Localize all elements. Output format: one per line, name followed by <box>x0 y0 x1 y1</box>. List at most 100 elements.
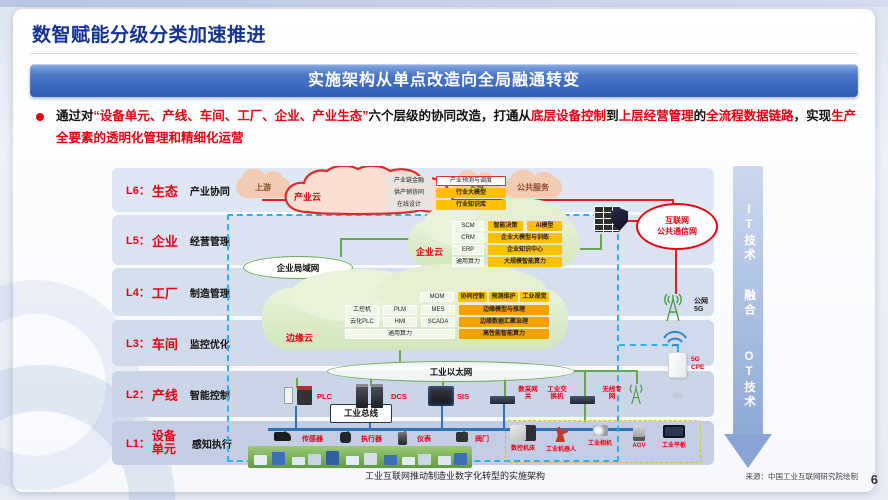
blue-connector <box>295 406 297 430</box>
edge-box: 工控机 <box>345 305 379 315</box>
factory-block <box>254 455 267 465</box>
level-label-l3: L3：车间监控优化 <box>126 320 256 366</box>
sensor-label: 仪表 <box>417 436 431 443</box>
downstream-label: 下游 <box>468 182 484 193</box>
industry-cloud-box: 在线设计 <box>386 200 432 210</box>
level-name: 产线 <box>151 387 178 403</box>
plc-module-icon <box>284 387 293 404</box>
level-description: 制造管理 <box>189 288 230 300</box>
level-label-l2: L2：产线智能控制 <box>126 371 256 417</box>
edge-box: SCADA <box>421 317 455 327</box>
level-name: 工厂 <box>151 285 178 301</box>
sensor-icon <box>456 432 468 442</box>
equipment-label: 工业相机 <box>587 441 612 447</box>
edge-box: HMI <box>383 317 417 327</box>
factory-block <box>308 454 321 465</box>
level-id: L2： <box>126 389 150 401</box>
level-name: 生态 <box>151 183 178 199</box>
cnc-icon <box>510 425 536 441</box>
5g-cpe-icon <box>668 352 687 378</box>
level-name: 设备单元 <box>151 428 176 456</box>
top-decoration-bar <box>0 0 888 7</box>
enterprise-system-box: 通用算力 <box>452 257 484 267</box>
level-description: 智能控制 <box>189 390 230 402</box>
bullet-segment: 全流程数据链路 <box>706 109 794 123</box>
bullet-segment: 底层设备控制 <box>531 109 607 123</box>
factory-block <box>438 456 451 465</box>
industrial-bus-line <box>268 428 636 431</box>
edge-ai-box: 边缘数据汇聚治理 <box>459 317 549 327</box>
it-ot-arrow-shaft <box>733 166 763 436</box>
enterprise-cloud-label: 企业云 <box>416 247 444 257</box>
arrow-label-ot: OT技术 <box>743 351 755 410</box>
public-5g-antenna-icon <box>664 293 682 322</box>
edge-box: MES <box>421 305 455 315</box>
industry-cloud-box: 产业链金融 <box>386 176 432 186</box>
bullet-paragraph: 通过对“设备单元、产线、车间、工厂、企业、产业生态”六个层级的协同改造，打通从底… <box>32 106 858 150</box>
internet-public-network-ellipse: 互联网 公共通信网 <box>636 203 718 250</box>
public-service-cloud: 公共服务 <box>504 170 562 198</box>
title-divider <box>30 53 858 54</box>
bullet-segment: 六个层级的协同改造，打通从 <box>368 109 532 123</box>
industry-cloud-box: 行业大模型 <box>436 188 506 198</box>
factory-block <box>454 453 467 465</box>
red-connector <box>622 220 638 222</box>
green-connector <box>340 238 342 257</box>
level-label-l1: L1：设备单元感知执行 <box>126 421 256 465</box>
dcs-cabinet-icon <box>356 384 368 408</box>
bullet-segment: 生产全要素的透明化管理和精细化运营 <box>56 109 857 145</box>
robot-icon <box>555 426 569 442</box>
wifi-icon <box>663 331 687 347</box>
dashed-branch <box>619 344 679 346</box>
bullet-segment: 到 <box>606 109 619 123</box>
level-description: 感知执行 <box>191 439 232 451</box>
plc-controller-icon <box>297 386 312 405</box>
level-description: 监控优化 <box>189 339 230 351</box>
enterprise-ai-box: 大规模智能算力 <box>488 257 562 267</box>
public-5g-label: 公网 5G <box>694 298 708 315</box>
level-name: 企业 <box>151 233 178 249</box>
tab-icon <box>663 425 685 438</box>
edge-box: MOM <box>420 292 454 302</box>
bullet-segment: 的 <box>693 109 707 123</box>
sensor-icon <box>398 432 407 445</box>
public-5g-line1: 公网 <box>694 298 708 305</box>
level-name: 车间 <box>151 336 178 352</box>
equipment-item: 工业平板 <box>654 425 694 449</box>
edge-ai-box: 协同控制 <box>458 292 487 302</box>
factory-block <box>364 453 377 465</box>
l2-device-label: DCS <box>391 392 407 401</box>
green-connector <box>636 372 638 384</box>
cpe-line2: CPE <box>691 363 705 371</box>
l2-device-label: 无线专网 <box>602 386 622 401</box>
public-service-label: 公共服务 <box>517 183 549 192</box>
enterprise-system-box: SCM <box>452 221 484 231</box>
diagram-caption: 工业互联网推动制造业数字化转型的实施架构 <box>364 471 545 481</box>
sensor-icon <box>274 432 291 441</box>
it-ot-arrow-head <box>724 434 772 468</box>
gateway-icon <box>490 396 515 404</box>
equipment-item: 数控机床 <box>503 425 543 452</box>
factory-block <box>326 451 339 465</box>
dashed-branch <box>677 344 679 354</box>
l2-device-label: PLC <box>317 392 332 401</box>
arrow-label-fusion: 融合 <box>743 289 755 318</box>
bullet-text: 通过对“设备单元、产线、车间、工厂、企业、产业生态”六个层级的协同改造，打通从底… <box>32 106 858 150</box>
smart-equipment-dashed-box <box>505 420 701 463</box>
edge-ai-box: 边缘模型与推理 <box>459 305 549 315</box>
internet-label-line2: 公共通信网 <box>657 226 697 236</box>
l2-device-label: 数采网关 <box>518 386 538 401</box>
upstream-cloud: 上游 <box>236 168 290 198</box>
level-id: L5： <box>126 235 150 247</box>
green-connector <box>370 378 372 386</box>
internet-label-line1: 互联网 <box>665 216 689 226</box>
edge-box: 云化PLC <box>345 317 379 327</box>
factory-floor-illustration <box>248 446 472 468</box>
switch-icon <box>570 396 595 404</box>
factory-block <box>346 456 359 465</box>
l2-device-label: 工业交换机 <box>547 386 567 401</box>
level-label-l6: L6：生态产业协同 <box>126 168 256 212</box>
arrow-label-it: IT技术 <box>743 204 755 263</box>
